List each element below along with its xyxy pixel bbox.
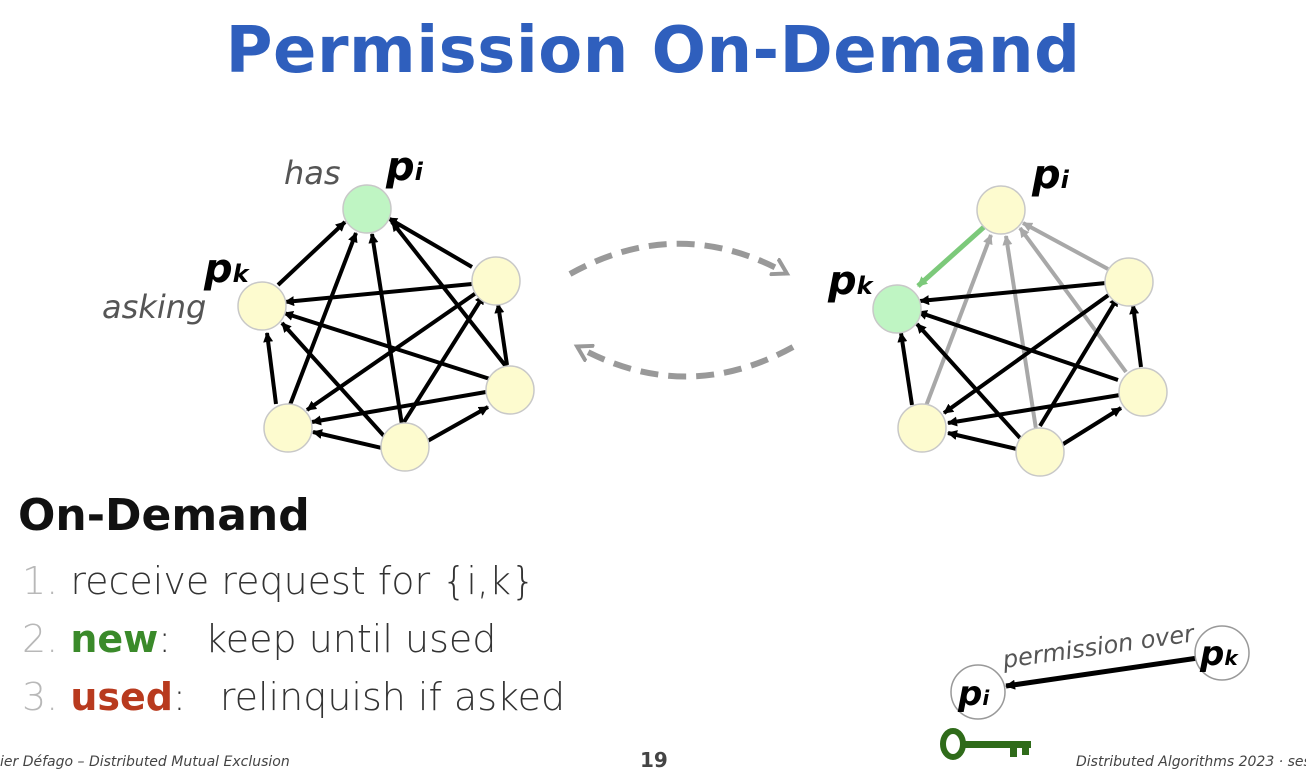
legend-caption: permission over bbox=[1000, 619, 1198, 674]
node-lower-left bbox=[263, 403, 313, 453]
edge bbox=[288, 232, 358, 406]
edge bbox=[947, 393, 1121, 427]
edge bbox=[386, 216, 474, 269]
step-number: 1. bbox=[22, 559, 59, 603]
node-pk bbox=[872, 284, 922, 334]
transition-arrow-forward bbox=[568, 240, 786, 277]
page-number: 19 bbox=[640, 748, 668, 772]
node-bottom bbox=[1015, 427, 1065, 477]
step-keyword-new: new bbox=[70, 617, 159, 661]
footer-right: Distributed Algorithms 2023 · ses bbox=[1076, 754, 1306, 770]
legend-arrow bbox=[1005, 655, 1199, 690]
step-keyword-used: used bbox=[70, 675, 174, 719]
edge bbox=[276, 220, 347, 287]
edge bbox=[283, 310, 491, 381]
edge bbox=[1002, 235, 1038, 430]
list-item: 2. new:keep until used bbox=[22, 617, 497, 661]
edge bbox=[402, 293, 486, 424]
step-text: keep until used bbox=[205, 617, 497, 661]
left-graph-nodes bbox=[237, 184, 535, 472]
slide-title: Permission On-Demand bbox=[225, 14, 1081, 88]
node-pk bbox=[237, 281, 287, 331]
legend-node-pi bbox=[950, 664, 1006, 720]
legend-label-pk: pk bbox=[1199, 634, 1239, 674]
steps-list: 1. receive request for {i,k} 2. new:keep… bbox=[22, 552, 565, 726]
node-lower-left bbox=[897, 403, 947, 453]
node-pi bbox=[976, 185, 1026, 235]
edge bbox=[263, 332, 278, 405]
edge bbox=[924, 234, 993, 407]
edge bbox=[423, 405, 489, 445]
edge bbox=[947, 430, 1018, 451]
step-number: 2. bbox=[22, 617, 59, 661]
label-pk-left: pk bbox=[203, 246, 251, 292]
edge bbox=[312, 429, 383, 450]
edge bbox=[1129, 304, 1143, 368]
label-pk-right: pk bbox=[827, 258, 875, 304]
edge bbox=[280, 321, 386, 438]
left-graph-edges bbox=[263, 216, 510, 450]
right-graph-black-edges bbox=[897, 281, 1143, 451]
edge bbox=[1022, 221, 1109, 271]
section-heading: On-Demand bbox=[18, 490, 310, 541]
edge bbox=[311, 390, 487, 426]
edge bbox=[1058, 406, 1123, 448]
node-upper-right bbox=[1104, 257, 1154, 307]
node-lower-right bbox=[485, 365, 535, 415]
list-item: 3. used:relinquish if asked bbox=[22, 675, 566, 719]
list-item: 1. receive request for {i,k} bbox=[22, 552, 565, 610]
edge bbox=[917, 310, 1119, 382]
edge-new-permission bbox=[916, 225, 986, 288]
label-pi-right: pi bbox=[1031, 152, 1070, 198]
node-bottom bbox=[380, 422, 430, 472]
edge bbox=[919, 281, 1107, 306]
step-number: 3. bbox=[22, 675, 59, 719]
legend-label-pi: pi bbox=[957, 674, 990, 714]
node-upper-right bbox=[471, 256, 521, 306]
right-graph-nodes bbox=[872, 185, 1168, 477]
node-pi bbox=[342, 184, 392, 234]
edge bbox=[494, 303, 509, 366]
legend-node-pk bbox=[1194, 625, 1250, 681]
edge bbox=[1038, 295, 1120, 428]
key-icon bbox=[940, 728, 1031, 760]
edge bbox=[305, 291, 478, 412]
edge bbox=[284, 282, 473, 307]
label-asking: asking bbox=[102, 288, 206, 326]
label-pi-left: pi bbox=[385, 144, 424, 190]
edge bbox=[942, 292, 1112, 415]
step-text: receive request for {i,k} bbox=[70, 559, 536, 603]
label-has: has bbox=[284, 154, 341, 192]
edge bbox=[368, 233, 404, 426]
node-lower-right bbox=[1118, 367, 1168, 417]
edge bbox=[897, 332, 914, 406]
edge bbox=[915, 322, 1022, 440]
step-text: relinquish if asked bbox=[219, 675, 566, 719]
edge bbox=[1018, 226, 1128, 374]
transition-arrow-back bbox=[578, 347, 795, 380]
edge bbox=[390, 220, 510, 371]
legend: permission over pi pk bbox=[940, 619, 1250, 760]
right-graph-gray-edges bbox=[924, 221, 1128, 430]
footer-left: ier Défago – Distributed Mutual Exclusio… bbox=[0, 754, 290, 770]
